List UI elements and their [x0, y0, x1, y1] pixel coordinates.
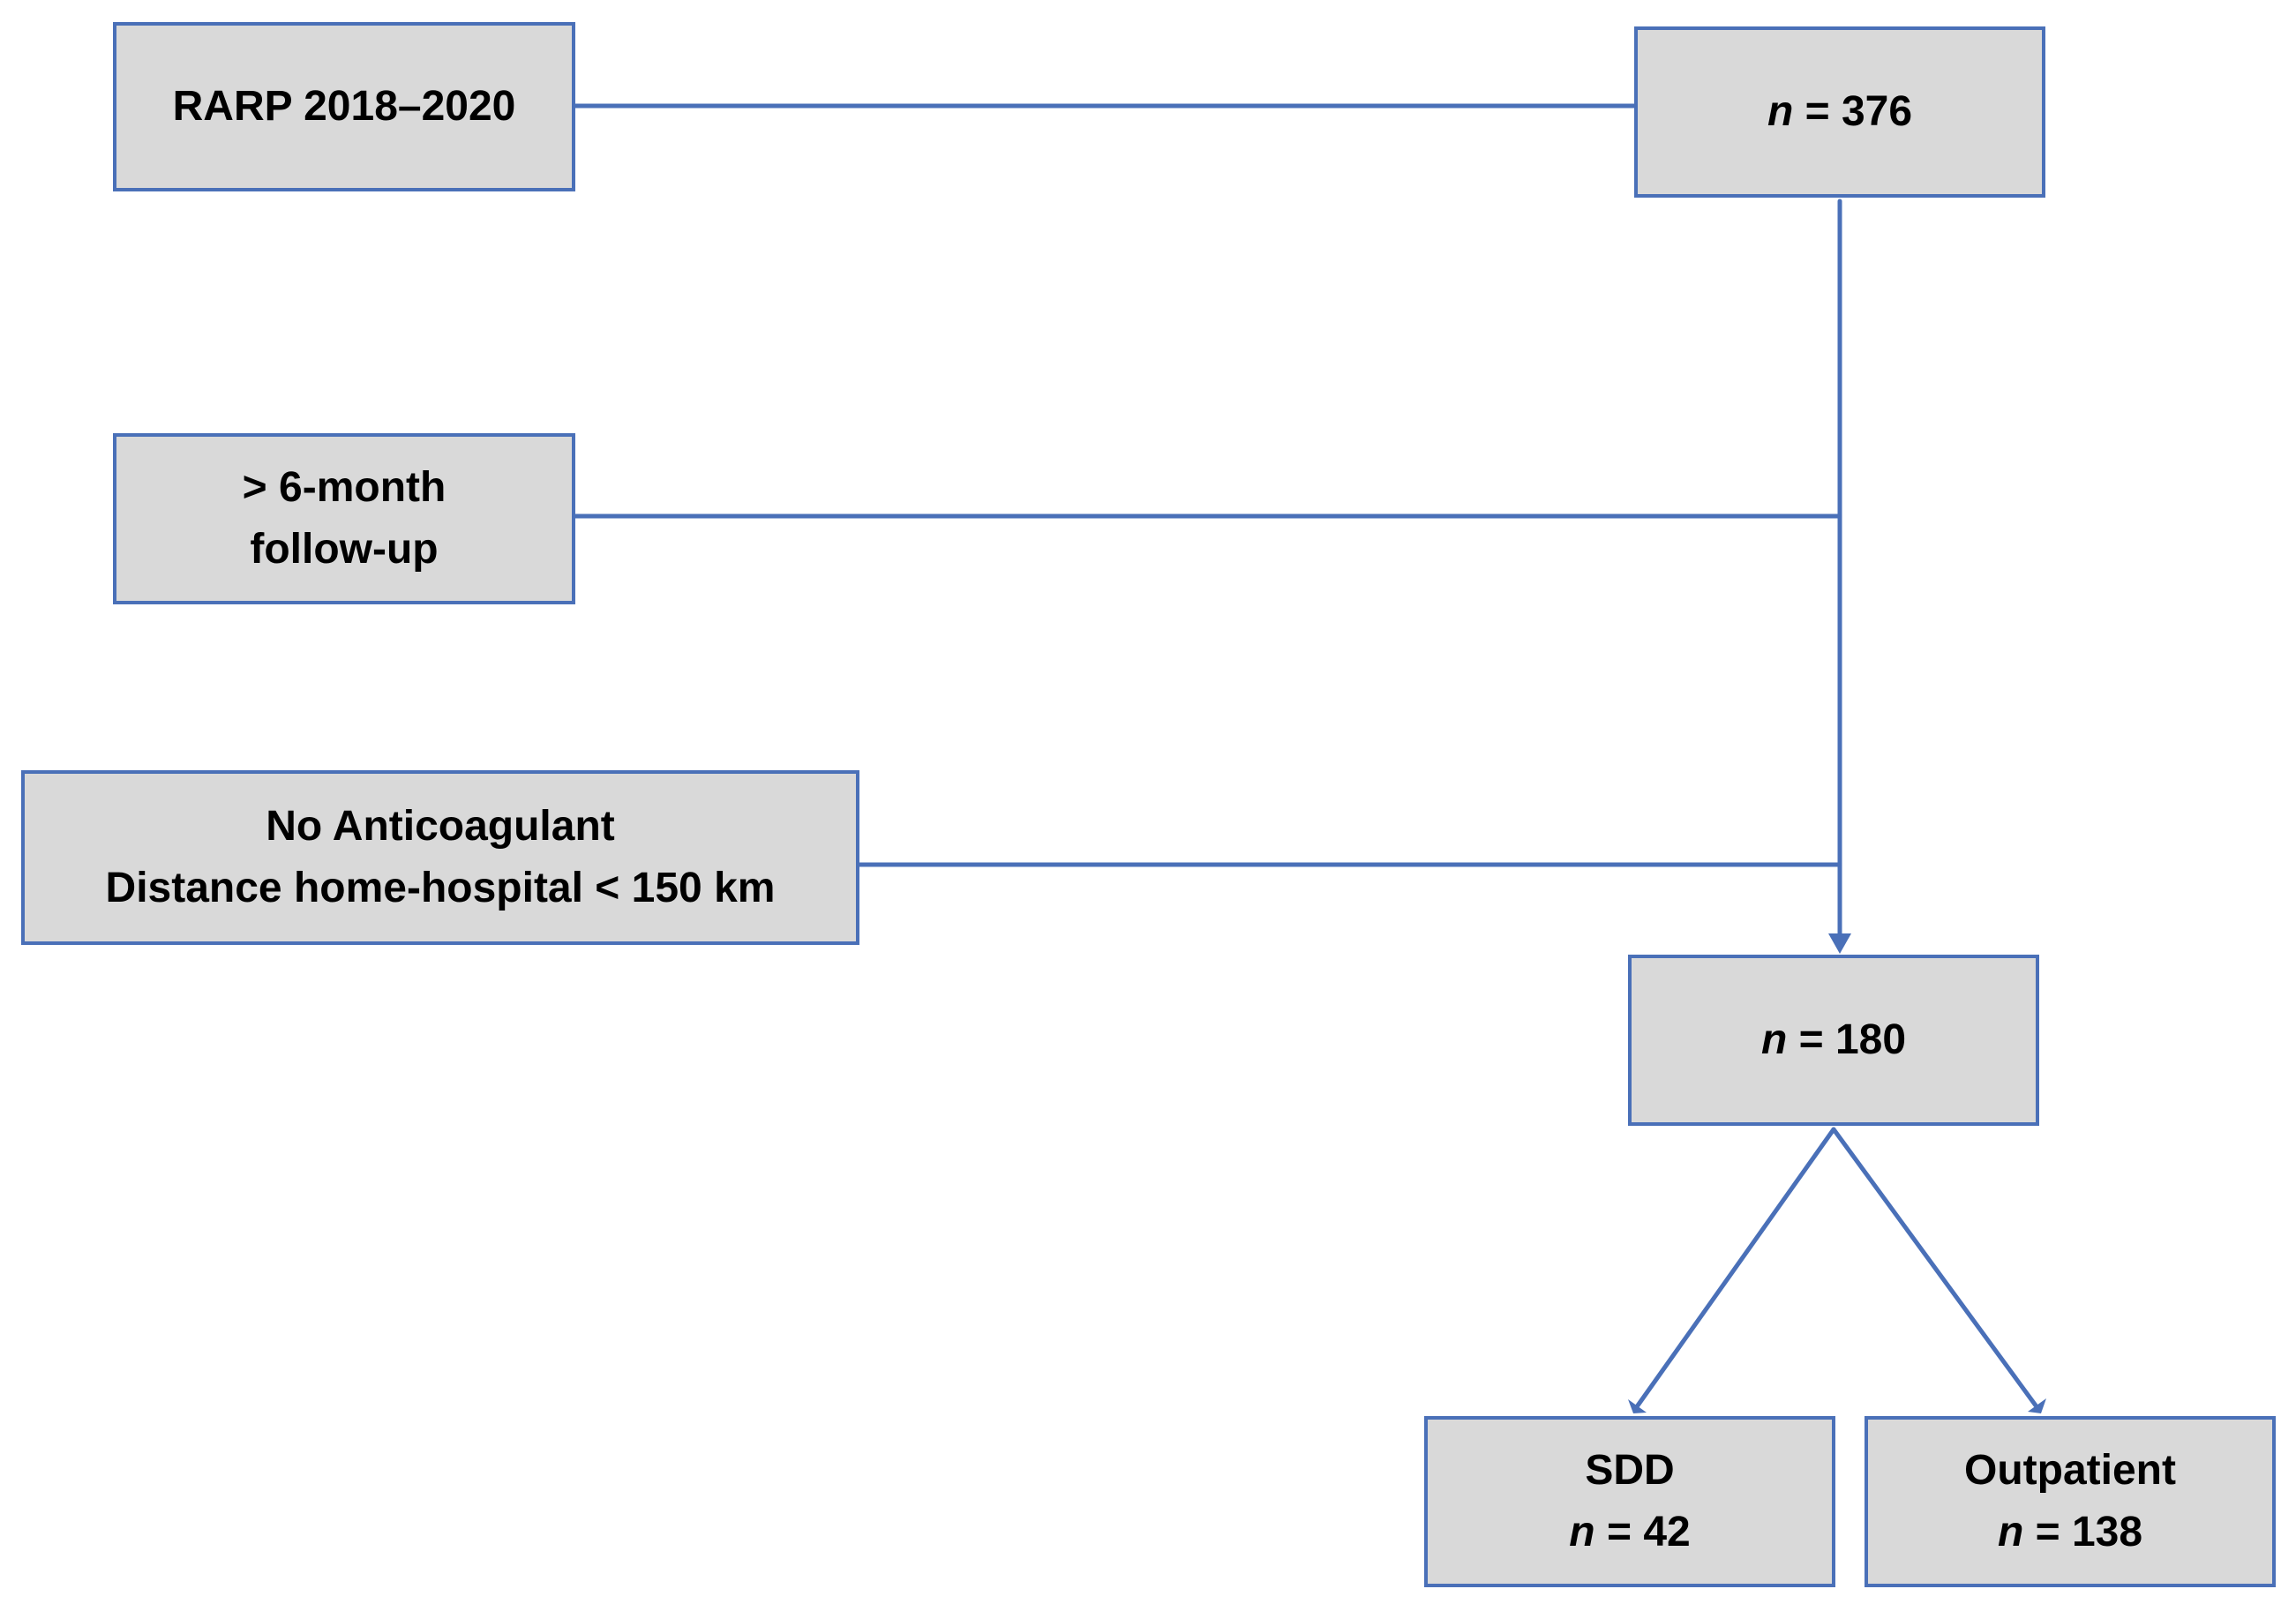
node-n-180: n = 180 — [1628, 955, 2039, 1126]
node-rarp-label: RARP 2018–2020 — [172, 83, 516, 130]
node-n376-count: n = 376 — [1767, 81, 1912, 143]
n-symbol: n — [1997, 1509, 2024, 1555]
arrowhead-to-n180 — [1828, 933, 1851, 954]
node-sdd: SDD n = 42 — [1424, 1416, 1835, 1587]
node-outpatient: Outpatient n = 138 — [1865, 1416, 2276, 1587]
node-followup-criterion: > 6-month follow-up — [113, 433, 575, 604]
node-rarp-cohort: RARP 2018–2020 — [113, 22, 575, 191]
outpatient-value: = 138 — [2023, 1509, 2143, 1555]
n376-value: = 376 — [1793, 88, 1913, 135]
node-outpatient-label: Outpatient — [1964, 1447, 2176, 1494]
n-symbol: n — [1760, 1016, 1788, 1063]
arrowhead-to-outpatient — [2028, 1398, 2046, 1413]
n-symbol: n — [1569, 1509, 1595, 1555]
node-criteria-line1: No Anticoagulant — [266, 803, 615, 850]
connector-n180-to-outpatient — [1831, 1127, 2038, 1408]
n-symbol: n — [1767, 88, 1794, 135]
node-followup-line2: follow-up — [250, 526, 439, 573]
arrowhead-to-sdd — [1628, 1399, 1647, 1413]
node-inclusion-criteria: No Anticoagulant Distance home-hospital … — [21, 770, 859, 945]
node-followup-line1: > 6-month — [242, 464, 446, 511]
node-n-376: n = 376 — [1634, 26, 2045, 198]
node-n180-count: n = 180 — [1761, 1009, 1906, 1071]
node-sdd-label: SDD — [1585, 1447, 1675, 1494]
node-criteria-line2: Distance home-hospital < 150 km — [105, 865, 776, 911]
connector-n180-to-sdd — [1635, 1127, 1836, 1408]
n180-value: = 180 — [1787, 1016, 1907, 1063]
sdd-value: = 42 — [1594, 1509, 1691, 1555]
node-outpatient-count: n = 138 — [1998, 1502, 2142, 1563]
node-sdd-count: n = 42 — [1569, 1502, 1690, 1563]
